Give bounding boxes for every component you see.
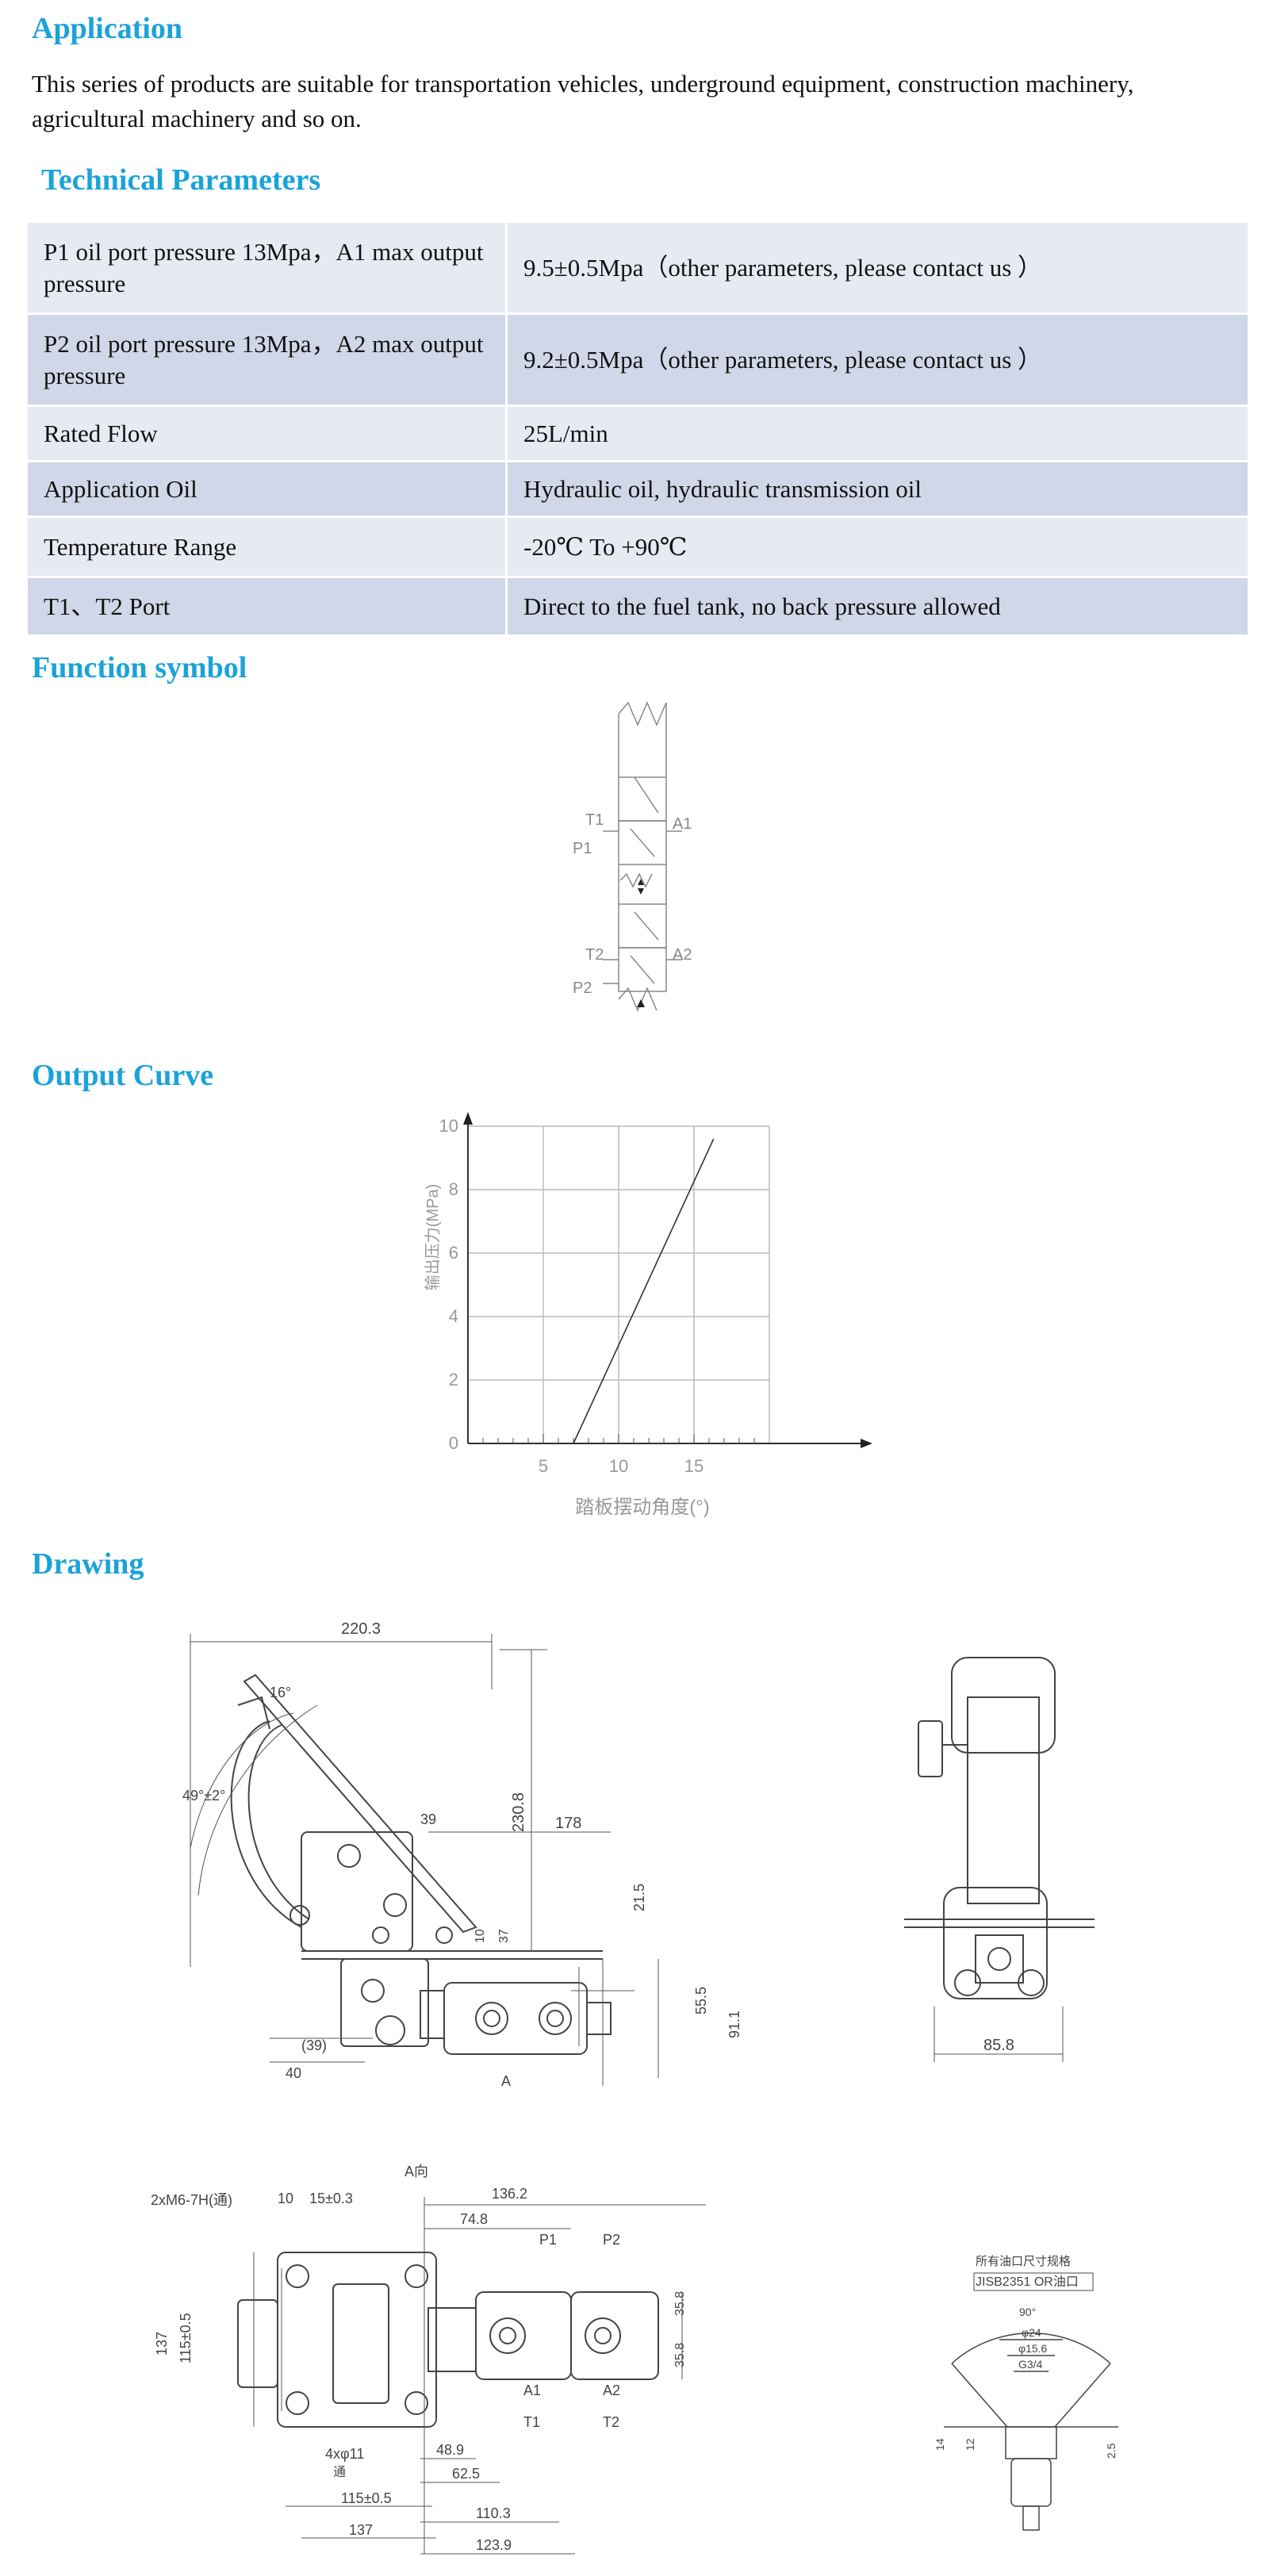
port-detail-spec: JISB2351 OR油口 xyxy=(976,2275,1079,2289)
port-dim-2-5: 2.5 xyxy=(1105,2443,1118,2459)
dim-angle-1: 16° xyxy=(270,1685,291,1700)
dim-b-15: 15±0.3 xyxy=(309,2191,353,2206)
dim-b-123-9: 123.9 xyxy=(476,2537,512,2553)
param-cell: P2 oil port pressure 13Mpa，A2 max output… xyxy=(25,312,508,407)
x-axis-label: 踏板摆动角度(°) xyxy=(575,1497,710,1518)
dim-b-136-2: 136.2 xyxy=(492,2186,527,2202)
y-tick-label: 4 xyxy=(449,1306,458,1326)
dim-40: 40 xyxy=(286,2065,301,2081)
value-cell: 9.5±0.5Mpa（other parameters, please cont… xyxy=(505,220,1250,315)
y-tick-label: 10 xyxy=(439,1116,458,1136)
dim-39: 39 xyxy=(420,1811,436,1827)
table-row: Rated Flow 25L/min xyxy=(25,404,1250,462)
port-label-p2: P2 xyxy=(573,979,592,997)
y-tick-label: 6 xyxy=(449,1243,458,1263)
port-label-a2: A2 xyxy=(673,946,692,964)
port-dim-15-6: φ15.6 xyxy=(1018,2342,1048,2355)
port-dim-14: 14 xyxy=(934,2438,946,2451)
table-row: T1、T2 Port Direct to the fuel tank, no b… xyxy=(25,576,1250,637)
port-dim-24: φ24 xyxy=(1022,2326,1041,2339)
x-tick-label: 15 xyxy=(684,1456,704,1476)
param-cell: T1、T2 Port xyxy=(25,576,508,637)
dim-39-paren: (39) xyxy=(301,2037,327,2053)
dim-37: 37 xyxy=(497,1929,511,1943)
dim-91-1: 91.1 xyxy=(727,2011,742,2038)
dim-b-48-9: 48.9 xyxy=(436,2442,464,2458)
label-t1: T1 xyxy=(523,2414,540,2430)
label-p1: P1 xyxy=(539,2232,557,2248)
view-label-a: A xyxy=(501,2073,511,2089)
param-cell: Rated Flow xyxy=(25,404,508,462)
view-title: A向 xyxy=(404,2164,428,2179)
dim-height: 230.8 xyxy=(510,1792,527,1832)
application-text: This series of products are suitable for… xyxy=(32,70,1134,132)
y-axis-arrow xyxy=(463,1112,473,1125)
port-dim-90: 90° xyxy=(1019,2306,1036,2318)
label-p2: P2 xyxy=(603,2232,620,2248)
output-curve-heading: Output Curve xyxy=(32,1059,214,1092)
dim-angle-2: 49°±2° xyxy=(182,1788,225,1804)
value-cell: 25L/min xyxy=(505,404,1250,462)
bottom-view-drawing: A向 2xM6-7H(通) 10 15±0.3 136.2 74.8 P1 P2… xyxy=(151,2164,706,2555)
side-view-drawing: 220.3 16° 49°±2° 230.8 178 39 21.5 10 37… xyxy=(182,1620,742,2089)
dim-b-10: 10 xyxy=(278,2191,293,2206)
dim-21-5: 21.5 xyxy=(631,1884,647,1911)
dim-b-137-2: 137 xyxy=(349,2522,373,2538)
output-curve-chart: 0 2 4 6 8 10 5 10 15 踏板摆动角度(°) 输出压力(MPa) xyxy=(424,1112,872,1518)
port-label-t1: T1 xyxy=(585,811,604,829)
function-symbol-diagram: T1 P1 A1 T2 P2 A2 xyxy=(573,701,692,1012)
application-heading: Application xyxy=(32,12,183,45)
port-detail-drawing: 所有油口尺寸规格 JISB2351 OR油口 90° φ24 φ15.6 G3/… xyxy=(934,2255,1118,2531)
table-row: P2 oil port pressure 13Mpa，A2 max output… xyxy=(25,312,1250,407)
port-label-p1: P1 xyxy=(573,840,592,857)
param-cell: Temperature Range xyxy=(25,516,508,578)
label-t2: T2 xyxy=(603,2414,619,2430)
x-tick-label: 5 xyxy=(539,1456,548,1476)
port-detail-title: 所有油口尺寸规格 xyxy=(976,2255,1071,2268)
x-axis-arrow xyxy=(861,1439,872,1448)
y-tick-label: 0 xyxy=(449,1433,458,1453)
value-cell: -20℃ To +90℃ xyxy=(505,516,1250,578)
y-axis-label: 输出压力(MPa) xyxy=(424,1184,442,1290)
y-tick-label: 8 xyxy=(449,1179,458,1199)
value-cell: Direct to the fuel tank, no back pressur… xyxy=(505,576,1250,637)
table-row: P1 oil port pressure 13Mpa，A1 max output… xyxy=(25,220,1250,315)
port-dim-12: 12 xyxy=(964,2438,976,2451)
drawing-heading: Drawing xyxy=(32,1547,144,1581)
dim-10: 10 xyxy=(473,1929,487,1943)
function-symbol-heading: Function symbol xyxy=(32,651,247,684)
port-dim-g34: G3/4 xyxy=(1018,2358,1043,2371)
dim-b-hole-note: 通 xyxy=(333,2465,346,2479)
technical-parameters-heading: Technical Parameters xyxy=(41,163,321,197)
dim-55-5: 55.5 xyxy=(693,1987,709,2014)
label-a2: A2 xyxy=(603,2382,620,2398)
dim-b-115: 115±0.5 xyxy=(178,2313,194,2363)
dim-b-35-8-a: 35.8 xyxy=(673,2291,687,2316)
front-view-drawing: 85.8 xyxy=(904,1657,1095,2062)
value-cell: 9.2±0.5Mpa（other parameters, please cont… xyxy=(505,312,1250,407)
dim-b-62-5: 62.5 xyxy=(452,2466,480,2482)
param-cell: P1 oil port pressure 13Mpa，A1 max output… xyxy=(25,220,508,315)
dim-b-35-8-b: 35.8 xyxy=(673,2343,687,2367)
series-line xyxy=(573,1138,715,1444)
port-label-a1: A1 xyxy=(673,815,692,833)
dim-85-8: 85.8 xyxy=(983,2037,1014,2054)
dim-width: 220.3 xyxy=(341,1620,381,1638)
value-cell: Hydraulic oil, hydraulic transmission oi… xyxy=(505,460,1250,518)
technical-parameters-table: P1 oil port pressure 13Mpa，A1 max output… xyxy=(25,220,1250,637)
label-a1: A1 xyxy=(523,2382,541,2398)
dim-thread: 2xM6-7H(通) xyxy=(151,2192,232,2208)
table-row: Temperature Range -20℃ To +90℃ xyxy=(25,516,1250,578)
param-cell: Application Oil xyxy=(25,460,508,518)
table-row: Application Oil Hydraulic oil, hydraulic… xyxy=(25,460,1250,518)
y-tick-label: 2 xyxy=(449,1370,458,1390)
x-tick-label: 10 xyxy=(609,1456,628,1476)
dim-b-110-3: 110.3 xyxy=(476,2505,511,2521)
dim-b-137: 137 xyxy=(154,2332,170,2356)
dim-178: 178 xyxy=(555,1815,581,1832)
port-label-t2: T2 xyxy=(585,946,604,964)
dim-b-hole: 4xφ11 xyxy=(325,2446,364,2462)
dim-b-74-8: 74.8 xyxy=(460,2211,488,2227)
dim-b-115-2: 115±0.5 xyxy=(341,2490,392,2506)
